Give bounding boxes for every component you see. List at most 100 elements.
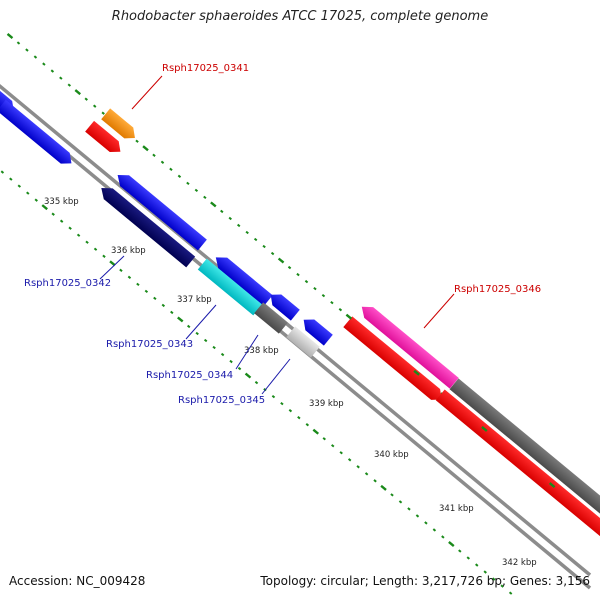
tick-label: 340 kbp (374, 450, 409, 460)
minor-tick-dot (287, 265, 292, 270)
major-tick-mark (74, 89, 81, 96)
gene-label-rsph17025-0344[interactable]: Rsph17025_0344 (146, 370, 233, 381)
minor-tick-dot (187, 324, 191, 329)
gene-feature-rsph17025-0342[interactable] (97, 183, 196, 268)
minor-tick-dot (59, 219, 64, 223)
gene-label-rsph17025-0341[interactable]: Rsph17025_0341 (162, 63, 249, 74)
gene-label-rsph17025-0345[interactable]: Rsph17025_0345 (178, 395, 265, 406)
tick-label: 338 kbp (244, 346, 279, 356)
major-tick-mark (6, 33, 14, 39)
minor-tick-dot (415, 514, 420, 518)
minor-tick-dot (262, 244, 266, 249)
minor-tick-dot (322, 437, 326, 441)
genome-summary-text: Topology: circular; Length: 3,217,726 bp… (260, 574, 590, 588)
minor-tick-dot (407, 507, 411, 511)
gene-feature-rsph17025-0343[interactable] (197, 258, 263, 316)
minor-tick-dot (9, 177, 13, 181)
minor-tick-dot (33, 55, 38, 59)
minor-tick-dot (16, 41, 21, 45)
gene-feature-blue-small-b[interactable] (299, 314, 333, 346)
gene-label-rsph17025-0346[interactable]: Rsph17025_0346 (454, 284, 541, 295)
minor-tick-dot (42, 62, 46, 66)
minor-tick-dot (424, 521, 428, 525)
major-tick-mark (142, 145, 149, 152)
major-tick-mark (448, 541, 455, 547)
minor-tick-dot (466, 556, 470, 560)
minor-tick-dot (212, 345, 216, 350)
minor-tick-dot (347, 458, 352, 462)
minor-tick-dot (321, 293, 326, 298)
minor-tick-dot (237, 223, 241, 228)
minor-tick-dot (102, 254, 106, 258)
gene-feature-blue-partial-lower[interactable] (0, 99, 76, 169)
minor-tick-dot (177, 174, 182, 179)
gene-feature-rsph17025-0341[interactable] (85, 120, 125, 157)
gene-feature-rsph17025-0346[interactable] (357, 301, 459, 389)
accession-text: Accession: NC_009428 (9, 574, 146, 588)
minor-tick-dot (136, 282, 140, 287)
minor-tick-dot (271, 394, 276, 399)
minor-tick-dot (119, 268, 123, 272)
minor-tick-dot (500, 584, 504, 588)
minor-tick-dot (331, 444, 335, 448)
major-tick-mark (210, 201, 217, 208)
minor-tick-dot (304, 279, 309, 284)
minor-tick-dot (26, 191, 30, 195)
minor-tick-dot (253, 237, 258, 242)
tick-label: 339 kbp (309, 399, 344, 409)
gene-label-rsph17025-0343[interactable]: Rsph17025_0343 (106, 339, 193, 350)
minor-tick-dot (491, 577, 496, 581)
major-tick-mark (277, 257, 285, 264)
major-tick-mark (109, 260, 116, 267)
major-tick-mark (380, 484, 387, 491)
minor-tick-dot (373, 479, 377, 483)
minor-tick-dot (195, 331, 199, 336)
minor-tick-dot (34, 198, 38, 202)
minor-tick-dot (441, 535, 445, 539)
minor-tick-dot (76, 233, 81, 237)
minor-tick-dot (245, 230, 249, 235)
minor-tick-dot (270, 251, 275, 256)
gene-label-rsph17025-0342[interactable]: Rsph17025_0342 (24, 278, 111, 289)
gene-feature-blue-mid[interactable] (211, 252, 273, 307)
minor-tick-dot (228, 216, 232, 221)
tick-labels-group: 335 kbp 336 kbp 337 kbp 338 kbp 339 kbp … (44, 197, 537, 568)
minor-tick-dot (51, 212, 55, 216)
gene-feature-rsph17025-0344[interactable] (254, 302, 288, 334)
gene-feature-red-long-b[interactable] (435, 389, 600, 547)
minor-tick-dot (85, 240, 89, 244)
minor-tick-dot (237, 366, 242, 371)
minor-tick-dot (50, 69, 55, 73)
minor-tick-dot (194, 188, 199, 193)
major-tick-mark (345, 313, 353, 320)
gene-feature-blue-upper[interactable] (113, 170, 207, 251)
minor-tick-dot (339, 451, 343, 455)
minor-tick-dot (92, 104, 97, 108)
gene-feature-gray-long[interactable] (449, 378, 600, 521)
minor-tick-dot (398, 500, 403, 504)
tick-label: 341 kbp (439, 504, 474, 514)
minor-tick-dot (93, 247, 98, 251)
minor-tick-dot (25, 48, 29, 52)
minor-tick-dot (220, 352, 225, 357)
minor-tick-dot (390, 493, 394, 497)
minor-tick-dot (169, 167, 173, 171)
gene-feature-orange[interactable] (101, 108, 139, 143)
tick-label: 337 kbp (177, 295, 212, 305)
major-tick-mark (41, 204, 48, 211)
minor-tick-dot (17, 184, 22, 188)
gene-feature-rsph17025-0345[interactable] (286, 326, 320, 358)
minor-tick-dot (305, 423, 310, 427)
minor-tick-dot (297, 416, 301, 420)
gene-feature-red-long-a[interactable] (343, 316, 446, 405)
label-leader-lines (99, 75, 455, 395)
minor-tick-dot (127, 275, 132, 280)
minor-tick-dot (330, 300, 334, 305)
tick-label: 335 kbp (44, 197, 79, 207)
minor-tick-dot (432, 528, 437, 532)
major-tick-mark (481, 425, 488, 432)
minor-tick-dot (280, 401, 284, 406)
gene-feature-blue-small-a[interactable] (266, 289, 300, 321)
tick-dots-group (0, 41, 597, 595)
